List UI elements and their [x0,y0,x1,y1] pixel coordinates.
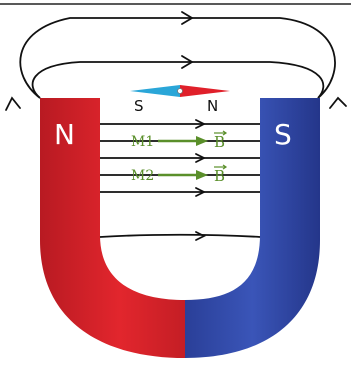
inner-arrowheads [195,119,207,241]
vector-b-label-1: B [214,133,225,151]
outer-arrowheads [5,11,347,111]
outer-field-lines [19,17,336,99]
south-pole-label: S [274,118,292,151]
point-m1-label: M1 [131,134,154,150]
magnet-south-half [185,98,320,358]
point-m2-label: M2 [131,168,154,184]
point-m2: M2 B [131,164,228,185]
north-pole-label: N [54,118,75,151]
compass-needle [130,85,230,97]
point-m1: M1 B [131,130,228,151]
compass-north-label: N [207,97,218,115]
compass-south-label: S [134,97,144,115]
vector-b-label-2: B [214,167,225,185]
magnet-north-half [40,98,185,358]
